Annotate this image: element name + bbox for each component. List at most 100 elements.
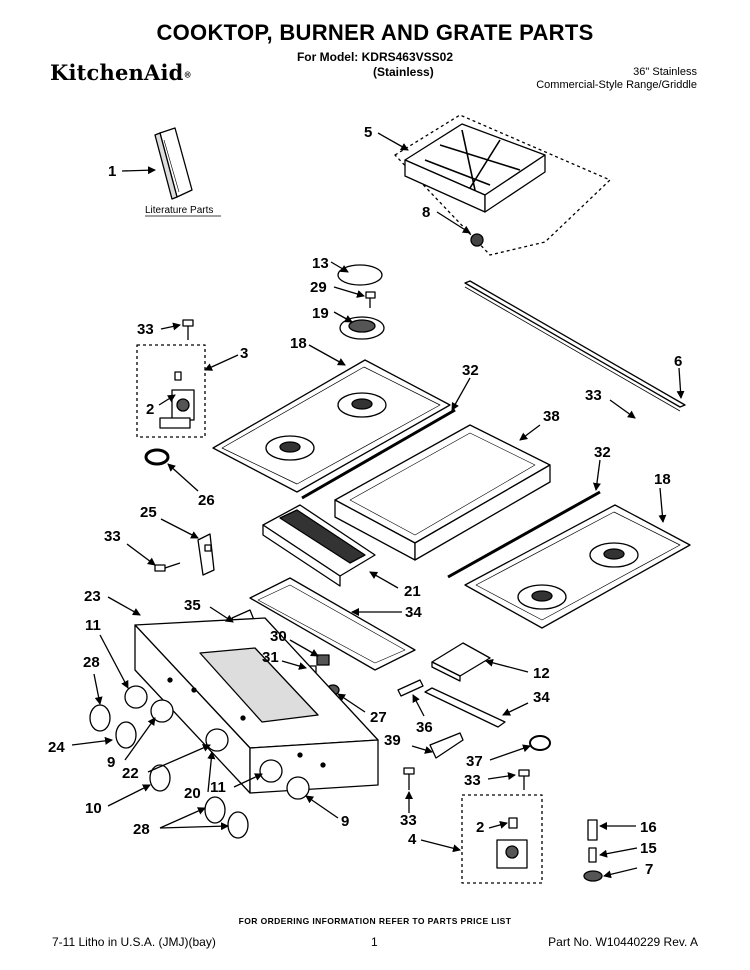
callout-23: 23 <box>84 588 101 605</box>
heat-shield <box>431 642 491 682</box>
callout-28a: 28 <box>83 654 100 671</box>
callout-labels: 1 5 8 13 29 19 33 3 18 2 32 6 33 38 26 3… <box>48 124 682 878</box>
callout-26: 26 <box>198 492 215 509</box>
leader-18b <box>658 487 667 523</box>
callout-35: 35 <box>184 597 201 614</box>
control-panel <box>134 617 379 794</box>
part-drawings <box>89 114 691 884</box>
leader-22 <box>147 744 211 773</box>
leader-21 <box>369 571 399 589</box>
leader-1 <box>121 166 156 175</box>
page-title: COOKTOP, BURNER AND GRATE PARTS <box>156 20 594 45</box>
callout-33e: 33 <box>400 812 417 829</box>
callout-6: 6 <box>674 353 682 370</box>
bezel-3 <box>205 728 229 752</box>
description-line-1: 36" Stainless <box>633 66 697 78</box>
valve-assembly-right <box>461 794 543 884</box>
leader-32a <box>451 377 471 411</box>
leader-27 <box>337 693 366 713</box>
gasket-ring <box>144 448 170 466</box>
knob-2 <box>115 721 137 749</box>
callout-15: 15 <box>640 840 657 857</box>
leader-9a <box>124 717 156 761</box>
bezel-2 <box>150 699 174 723</box>
callout-33c: 33 <box>104 528 121 545</box>
trim-strip-upper <box>301 408 456 500</box>
mounting-bracket <box>197 533 215 576</box>
callout-32b: 32 <box>594 444 611 461</box>
screw-lower-left <box>403 767 415 790</box>
callout-20: 20 <box>184 785 201 802</box>
leader-28b2 <box>159 822 229 831</box>
leader-38 <box>519 424 541 441</box>
callout-33a: 33 <box>137 321 154 338</box>
leader-11a <box>99 634 129 689</box>
leader-10 <box>107 784 151 807</box>
electrode <box>587 819 598 841</box>
screw-bracket <box>154 562 181 572</box>
leader-39 <box>411 745 433 754</box>
callout-33b: 33 <box>585 387 602 404</box>
leader-33d <box>487 772 516 780</box>
leader-29 <box>333 286 365 298</box>
leader-8 <box>436 211 471 234</box>
callout-8: 8 <box>422 204 430 221</box>
spring <box>588 847 597 863</box>
callout-3: 3 <box>240 345 248 362</box>
leader-33b <box>609 399 636 419</box>
side-rail <box>464 280 686 412</box>
leader-30 <box>289 639 319 657</box>
leader-33a <box>160 322 181 331</box>
callout-2a: 2 <box>146 401 154 418</box>
knob-4 <box>204 796 226 824</box>
leader-37 <box>489 744 531 761</box>
leader-31 <box>281 660 307 670</box>
leader-25 <box>160 518 199 539</box>
leader-33c <box>126 543 156 566</box>
leader-2a <box>158 394 176 406</box>
knobs <box>89 685 310 839</box>
leader-18a <box>308 344 346 366</box>
retaining-clip <box>529 735 551 751</box>
control-module <box>262 504 376 587</box>
callout-34a: 34 <box>405 604 422 621</box>
leader-26 <box>167 463 199 492</box>
callout-12: 12 <box>533 665 550 682</box>
callout-11a: 11 <box>85 617 101 634</box>
burner-cap <box>337 264 383 286</box>
washer <box>583 870 603 882</box>
trim-strip-lower <box>447 490 601 579</box>
valve-bracket <box>429 732 464 759</box>
burner-base-left <box>212 359 451 493</box>
callout-36: 36 <box>416 719 433 736</box>
support-strip <box>424 687 506 728</box>
callout-28b: 28 <box>133 821 150 838</box>
knob-1 <box>89 704 111 732</box>
bezel-4 <box>259 759 283 783</box>
callout-33d: 33 <box>464 772 481 789</box>
callout-13: 13 <box>312 255 329 272</box>
leader-28a <box>93 673 103 705</box>
callout-7: 7 <box>645 861 653 878</box>
callout-39: 39 <box>384 732 401 749</box>
burner-head <box>339 316 385 340</box>
screw-top-left <box>182 319 194 340</box>
brand-logo: KitchenAid® <box>50 60 192 85</box>
description-line-2: Commercial-Style Range/Griddle <box>536 79 697 91</box>
screw-lower-right <box>518 769 530 790</box>
callout-9b: 9 <box>341 813 349 830</box>
callout-31: 31 <box>262 649 279 666</box>
callout-9a: 9 <box>107 754 115 771</box>
page-number: 1 <box>371 935 378 949</box>
knob-5 <box>227 811 249 839</box>
leader-36 <box>412 694 425 717</box>
leader-28b1 <box>159 807 206 829</box>
cap-screw <box>365 291 376 308</box>
callout-22: 22 <box>122 765 139 782</box>
leader-35 <box>209 606 234 623</box>
callout-32a: 32 <box>462 362 479 379</box>
leader-9b <box>305 795 339 819</box>
callout-18b: 18 <box>654 471 671 488</box>
callout-10: 10 <box>85 800 102 817</box>
leader-4 <box>420 839 461 853</box>
